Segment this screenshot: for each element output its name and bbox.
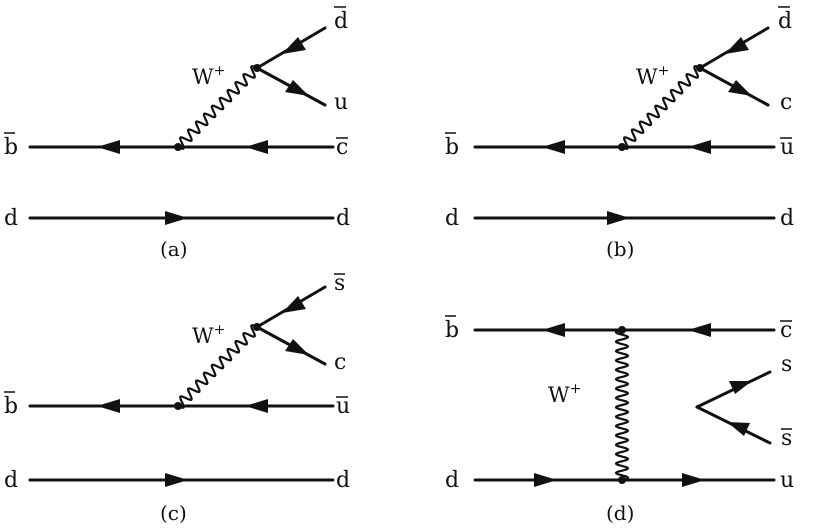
diagram-d-label-bbar: b xyxy=(445,318,459,343)
diagram-c-caption: (c) xyxy=(160,501,187,525)
diagram-b-arrow-spectator xyxy=(607,211,630,225)
diagram-a-arrow-u xyxy=(285,80,309,96)
diagram-c-label-c: c xyxy=(334,350,346,375)
diagram-d-label-sbar: s xyxy=(781,426,792,451)
diagram-d-vertex-lower xyxy=(618,476,626,484)
diagram-c-w-label: W+ xyxy=(192,322,225,348)
diagram-b-label-d-out: d xyxy=(780,206,794,231)
diagram-b-label-c: c xyxy=(780,90,792,115)
diagram-a-label-cbar: c xyxy=(336,135,348,160)
diagram-a-label-d-in: d xyxy=(4,206,18,231)
diagram-c-label-sbar: s xyxy=(334,271,345,296)
diagram-b-label-dbar: d xyxy=(778,9,792,34)
diagram-d-arrow-s xyxy=(729,381,752,394)
diagram-d-vertex-upper xyxy=(618,326,626,334)
diagram-c-arrow-sbar xyxy=(282,296,306,313)
diagram-b-label-d-in: d xyxy=(445,206,459,231)
diagram-b-label-bbar: b xyxy=(445,135,459,160)
diagram-a: b d c d d u W+ (a) xyxy=(4,6,350,261)
diagram-a-vertex-lower xyxy=(174,143,182,151)
diagram-b-arrow-bbar xyxy=(542,140,565,154)
diagram-a-arrow-spectator xyxy=(165,211,188,225)
diagram-b-arrow-ubar xyxy=(688,140,711,154)
diagram-c: b d u d s c W+ (c) xyxy=(4,271,350,525)
diagram-d-w-boson xyxy=(614,328,630,482)
diagram-c-arrow-bbar xyxy=(97,399,120,413)
diagram-d-arrow-bbar xyxy=(542,323,565,337)
diagram-d-label-d-in: d xyxy=(445,468,459,493)
diagram-d-label-s: s xyxy=(781,352,792,377)
diagram-b-arrow-dbar xyxy=(725,37,749,54)
diagram-a-w-label: W+ xyxy=(192,63,225,89)
diagram-d-label-u-out: u xyxy=(780,468,794,493)
diagram-c-label-d-in: d xyxy=(4,468,18,493)
diagram-c-vertex-lower xyxy=(174,402,182,410)
diagram-c-vertex-upper xyxy=(253,323,261,331)
diagram-c-arrow-c xyxy=(285,339,309,355)
diagram-c-arrow-spectator xyxy=(165,473,188,487)
diagram-d-label-cbar: c xyxy=(780,318,792,343)
diagram-a-label-dbar: d xyxy=(334,9,348,34)
diagram-a-label-d-out: d xyxy=(336,206,350,231)
diagram-a-vertex-upper xyxy=(253,64,261,72)
diagram-b-arrow-c xyxy=(728,80,752,96)
diagram-b-vertex-upper xyxy=(696,64,704,72)
diagram-a-arrow-cbar xyxy=(245,140,268,154)
diagram-d-arrow-d xyxy=(534,473,557,487)
diagram-d: b d c u s s W+ (d) xyxy=(445,315,794,525)
diagram-b-w-label: W+ xyxy=(636,63,669,89)
diagram-d-arrow-u xyxy=(682,473,705,487)
diagram-b-w-boson xyxy=(621,65,701,150)
diagram-a-label-bbar: b xyxy=(4,135,18,160)
diagram-b: b d u d d c W+ (b) xyxy=(445,6,794,261)
diagram-a-w-boson xyxy=(177,65,258,150)
diagram-a-arrow-bbar xyxy=(97,140,120,154)
diagram-c-label-ubar: u xyxy=(336,394,350,419)
diagram-d-caption: (d) xyxy=(606,501,634,525)
diagram-c-w-boson xyxy=(177,324,258,409)
diagram-a-arrow-dbar xyxy=(282,37,306,54)
diagram-b-label-ubar: u xyxy=(780,135,794,160)
diagram-a-label-u: u xyxy=(334,90,348,115)
diagram-d-arrow-cbar xyxy=(688,323,711,337)
diagram-d-w-label: W+ xyxy=(548,381,581,407)
diagram-b-vertex-lower xyxy=(618,143,626,151)
diagram-c-label-d-out: d xyxy=(336,468,350,493)
diagram-c-arrow-ubar xyxy=(245,399,268,413)
diagram-a-caption: (a) xyxy=(160,237,188,261)
diagram-b-caption: (b) xyxy=(606,237,634,261)
diagram-c-label-bbar: b xyxy=(4,394,18,419)
diagram-d-arrow-sbar xyxy=(727,422,750,436)
